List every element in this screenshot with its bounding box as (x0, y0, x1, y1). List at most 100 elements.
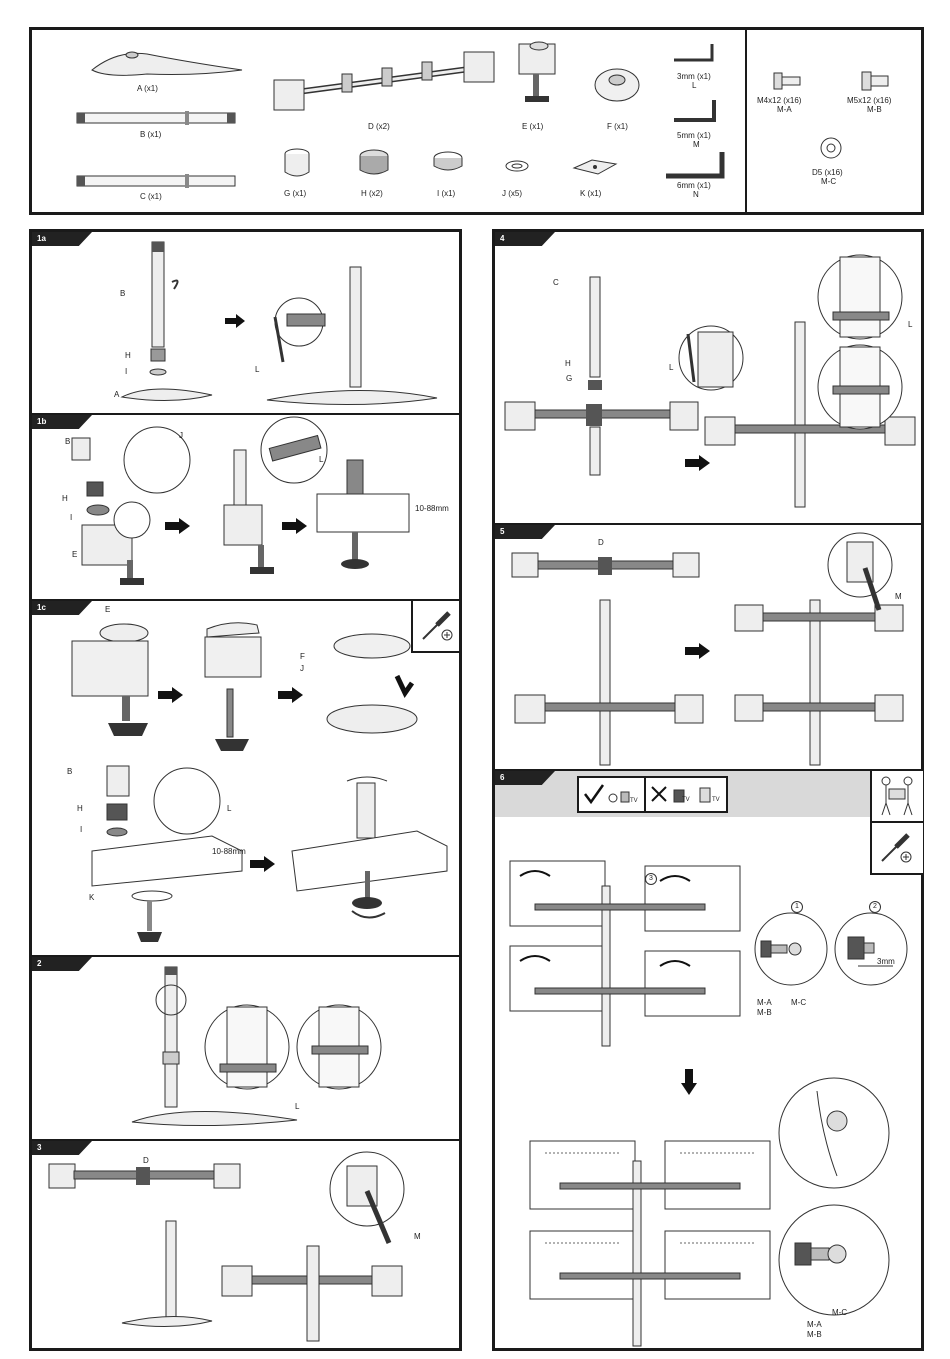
part-m-hex-key-icon (672, 98, 722, 124)
step-1a-tag: 1a (32, 232, 92, 246)
step-2-label-l: L (295, 1102, 299, 1111)
right-steps-panel: 4 C H G L (492, 229, 924, 1351)
part-b-pole-icon (77, 110, 237, 126)
step-4-label-l-2: L (908, 320, 912, 329)
step-1c-label-b: B (67, 767, 72, 776)
step-6-monitors-mounting-drawing (505, 856, 745, 1046)
step-1b-exploded-drawing (42, 420, 192, 595)
step-1b: 1b B H I E J L (32, 415, 459, 599)
step-6-label-ma-2: M-A (807, 1320, 822, 1329)
step-5-tag: 5 (495, 525, 555, 539)
step-5-label-m: M (895, 592, 902, 601)
part-c-label: C (x1) (140, 192, 162, 201)
part-n-label: 6mm (x1) (677, 181, 711, 190)
part-d-arm-icon (272, 46, 502, 116)
part-l-letter: L (692, 81, 696, 90)
part-m-letter: M (693, 140, 700, 149)
step-6-screwdriver-icon (878, 829, 914, 865)
screw-ma-size: M4x12 (x16) (757, 96, 801, 105)
step-1c-arrow-1-icon (158, 687, 183, 703)
step-5-arrow-icon (685, 643, 710, 659)
part-f-grommet-icon (592, 60, 642, 105)
step-1a-label-i: I (125, 367, 127, 376)
step-1c-label-e: E (105, 605, 110, 614)
step-1a-arrow-icon (225, 314, 245, 328)
part-d-label: D (x2) (368, 122, 390, 131)
step-1a-label-h: H (125, 351, 131, 360)
step-6: 6 TV TV TV (495, 771, 921, 1348)
step-1c-arrow-2-icon (278, 687, 303, 703)
part-b-label: B (x1) (140, 130, 161, 139)
step-4-left-drawing (500, 272, 700, 477)
step-2-number: 2 (37, 959, 41, 968)
step-1b-label-e: E (72, 550, 77, 559)
step-1b-label-i: I (70, 513, 72, 522)
final-detail-bottom-drawing (777, 1203, 892, 1318)
step-4-detail-up-drawing (815, 252, 905, 342)
screw-detail-2-drawing (833, 911, 913, 991)
part-l-hex-key-icon (672, 42, 722, 64)
washer-mc-icon (819, 136, 843, 160)
step-1c-number: 1c (37, 603, 46, 612)
step-1c: 1c E (32, 601, 459, 955)
part-h-collar-icon (357, 148, 391, 180)
part-j-washer-icon (504, 158, 530, 174)
screw-ma-code: M-A (777, 105, 792, 114)
part-n-hex-key-icon (664, 150, 729, 180)
screw-detail-1-number: 1 (791, 901, 803, 913)
step-4-number: 4 (500, 234, 504, 243)
step-1c-label-j: J (300, 664, 304, 673)
step-5: 5 D M (495, 525, 921, 769)
step-1a: 1a B H I A L (32, 232, 459, 413)
step-5-detail-drawing (825, 530, 915, 620)
step-6-label-mc-1: M-C (791, 998, 806, 1007)
step-2-detail-1-drawing (202, 1002, 292, 1092)
step-3-assembled-drawing (217, 1246, 417, 1346)
part-c-pole-icon (77, 173, 237, 189)
final-detail-top-drawing (777, 1076, 892, 1191)
step-4-label-c: C (553, 278, 559, 287)
step-3-label-d: D (143, 1156, 149, 1165)
step-1c-label-i: I (80, 825, 82, 834)
step-4-label-g: G (566, 374, 572, 383)
step-1a-label-b: B (120, 289, 125, 298)
screw-mb-icon (860, 70, 890, 92)
part-n-letter: N (693, 190, 699, 199)
step-1a-exploded-drawing (112, 237, 222, 407)
screw-mb-size: M5x12 (x16) (847, 96, 891, 105)
step-1a-label-l: L (255, 365, 259, 374)
step-6-number: 6 (500, 773, 504, 782)
part-e-label: E (x1) (522, 122, 543, 131)
step-5-top-arm-drawing (510, 550, 700, 580)
step-1b-desk-drawing (317, 460, 412, 580)
part-i-ring-icon (432, 150, 464, 176)
step-1c-disassembly-drawing (187, 611, 277, 766)
incorrect-tv-label-1: TV (682, 797, 690, 803)
part-j-label: J (x5) (502, 189, 522, 198)
step-5-left-drawing (510, 595, 710, 765)
step-6-label-mb-2: M-B (807, 1330, 822, 1339)
step-4-tag: 4 (495, 232, 555, 246)
cross-icon (649, 784, 669, 804)
part-l-label: 3mm (x1) (677, 72, 711, 81)
part-g-label: G (x1) (284, 189, 306, 198)
step-1c-label-h: H (77, 804, 83, 813)
part-g-sleeve-icon (282, 148, 312, 180)
step-1b-arrow-2-icon (282, 518, 307, 534)
washer-mc-size: D5 (x16) (812, 168, 843, 177)
step-3: 3 D M (32, 1141, 459, 1346)
step-5-number: 5 (500, 527, 504, 536)
part-h-label: H (x2) (361, 189, 383, 198)
step-1c-range: 10-88mm (212, 847, 246, 856)
step-4: 4 C H G L (495, 232, 921, 521)
left-steps-panel: 1a B H I A L 1b (29, 229, 462, 1351)
step-3-label-m: M (414, 1232, 421, 1241)
part-a-label: A (x1) (137, 84, 158, 93)
step-1c-clamp-drawing (62, 611, 162, 746)
screw-detail-2-number: 2 (869, 901, 881, 913)
washer-mc-code: M-C (821, 177, 836, 186)
step-1c-arrow-3-icon (250, 856, 275, 872)
step-6-screwdriver-box (870, 823, 923, 875)
step-1b-label-h: H (62, 494, 68, 503)
step-5-right-drawing (730, 595, 910, 765)
